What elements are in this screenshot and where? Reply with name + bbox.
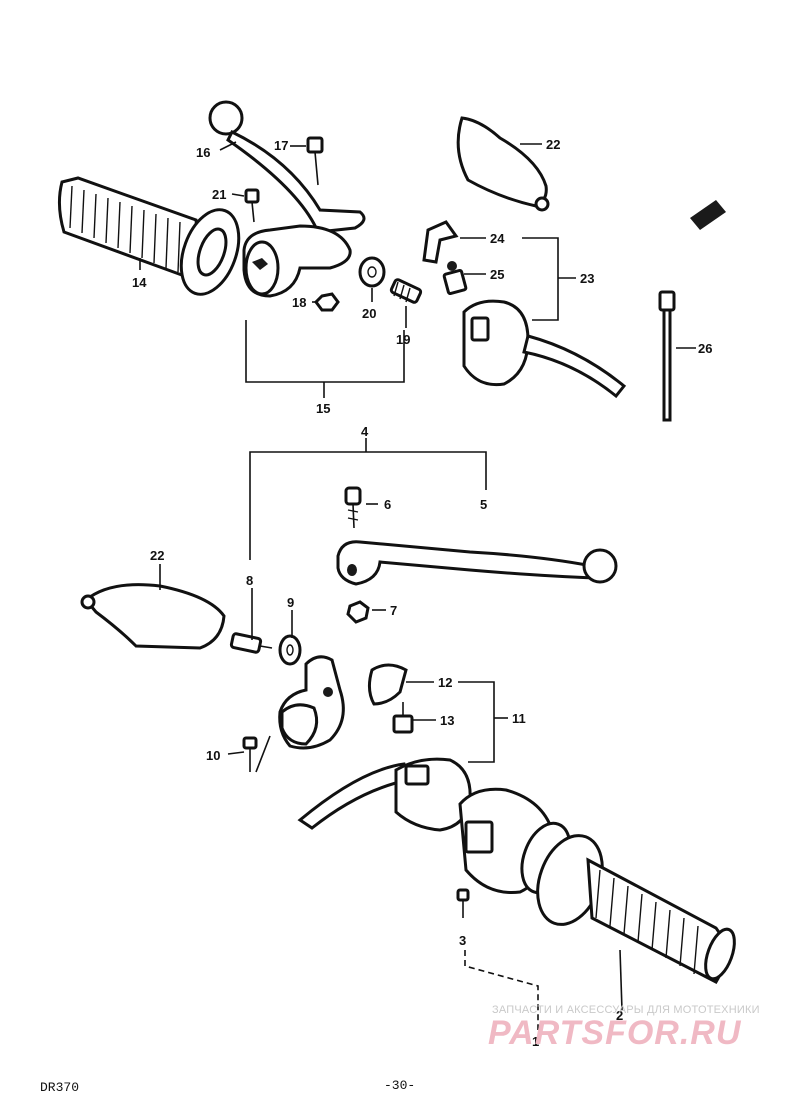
screw-21-part [244,188,260,223]
label-26: 26 [698,341,712,356]
bolt-19-part [389,278,423,304]
lever-holder-part [242,224,352,298]
nut-18-part [314,292,340,312]
label-13: 13 [440,713,454,728]
label-22-bottom: 22 [150,548,164,563]
label-18: 18 [292,295,306,310]
label-6: 6 [384,497,391,512]
switch-box-lower-part [297,757,472,832]
grip-left-part [57,176,241,296]
label-12: 12 [438,675,452,690]
screw-10-part [242,735,271,773]
washer-9-part [278,634,302,666]
label-15: 15 [316,401,330,416]
label-19: 19 [396,332,410,347]
page-number: -30- [384,1078,416,1093]
watermark-tagline: ЗАПЧАСТИ И АКСЕССУАРЫ ДЛЯ МОТОТЕХНИКИ [492,1004,760,1016]
part-25 [442,261,468,296]
part-13 [392,702,414,734]
nut-7-part [346,600,370,624]
bracket-15 [245,320,405,398]
part-12 [367,663,408,706]
bracket-4 [249,438,487,560]
label-10: 10 [206,748,220,763]
washer-20-part [358,256,386,288]
cable-tie-26-part [658,290,676,422]
label-5: 5 [480,497,487,512]
part-labels: 16 17 21 14 18 20 19 15 22 24 25 23 26 4… [132,137,712,1049]
bolt-17-part [306,136,324,186]
label-17: 17 [274,138,288,153]
watermark-brand: PARTSFOR.RU [488,1014,742,1052]
label-24: 24 [490,231,505,246]
bracket-1-2 [464,949,623,1030]
label-11: 11 [512,711,526,726]
master-holder-part [278,655,345,750]
label-3: 3 [459,933,466,948]
label-4: 4 [361,424,369,439]
bolt-8-part [229,632,273,654]
label-8: 8 [246,573,253,588]
label-22-top: 22 [546,137,560,152]
leader-lines [139,141,696,755]
label-9: 9 [287,595,294,610]
label-20: 20 [362,306,376,321]
bracket-23 [522,237,576,321]
lever-16-part [208,100,366,234]
label-2: 2 [616,1008,623,1023]
cover-22-bottom-part [80,583,226,650]
part-24 [422,220,459,264]
label-1: 1 [532,1034,539,1049]
cover-22-top-part [456,116,550,212]
label-16: 16 [196,145,210,160]
label-21: 21 [212,187,226,202]
screw-3-part [456,888,470,918]
model-code: DR370 [40,1080,80,1095]
switch-housing-23-part [462,299,627,399]
bracket-11 [458,681,508,763]
label-25: 25 [490,267,504,282]
grip-right-part [536,834,736,984]
bolt-6-part [344,486,362,529]
label-23: 23 [580,271,594,286]
arrow-marker-icon [690,200,726,230]
label-7: 7 [390,603,397,618]
label-14: 14 [132,275,147,290]
lever-5-part [336,540,618,586]
